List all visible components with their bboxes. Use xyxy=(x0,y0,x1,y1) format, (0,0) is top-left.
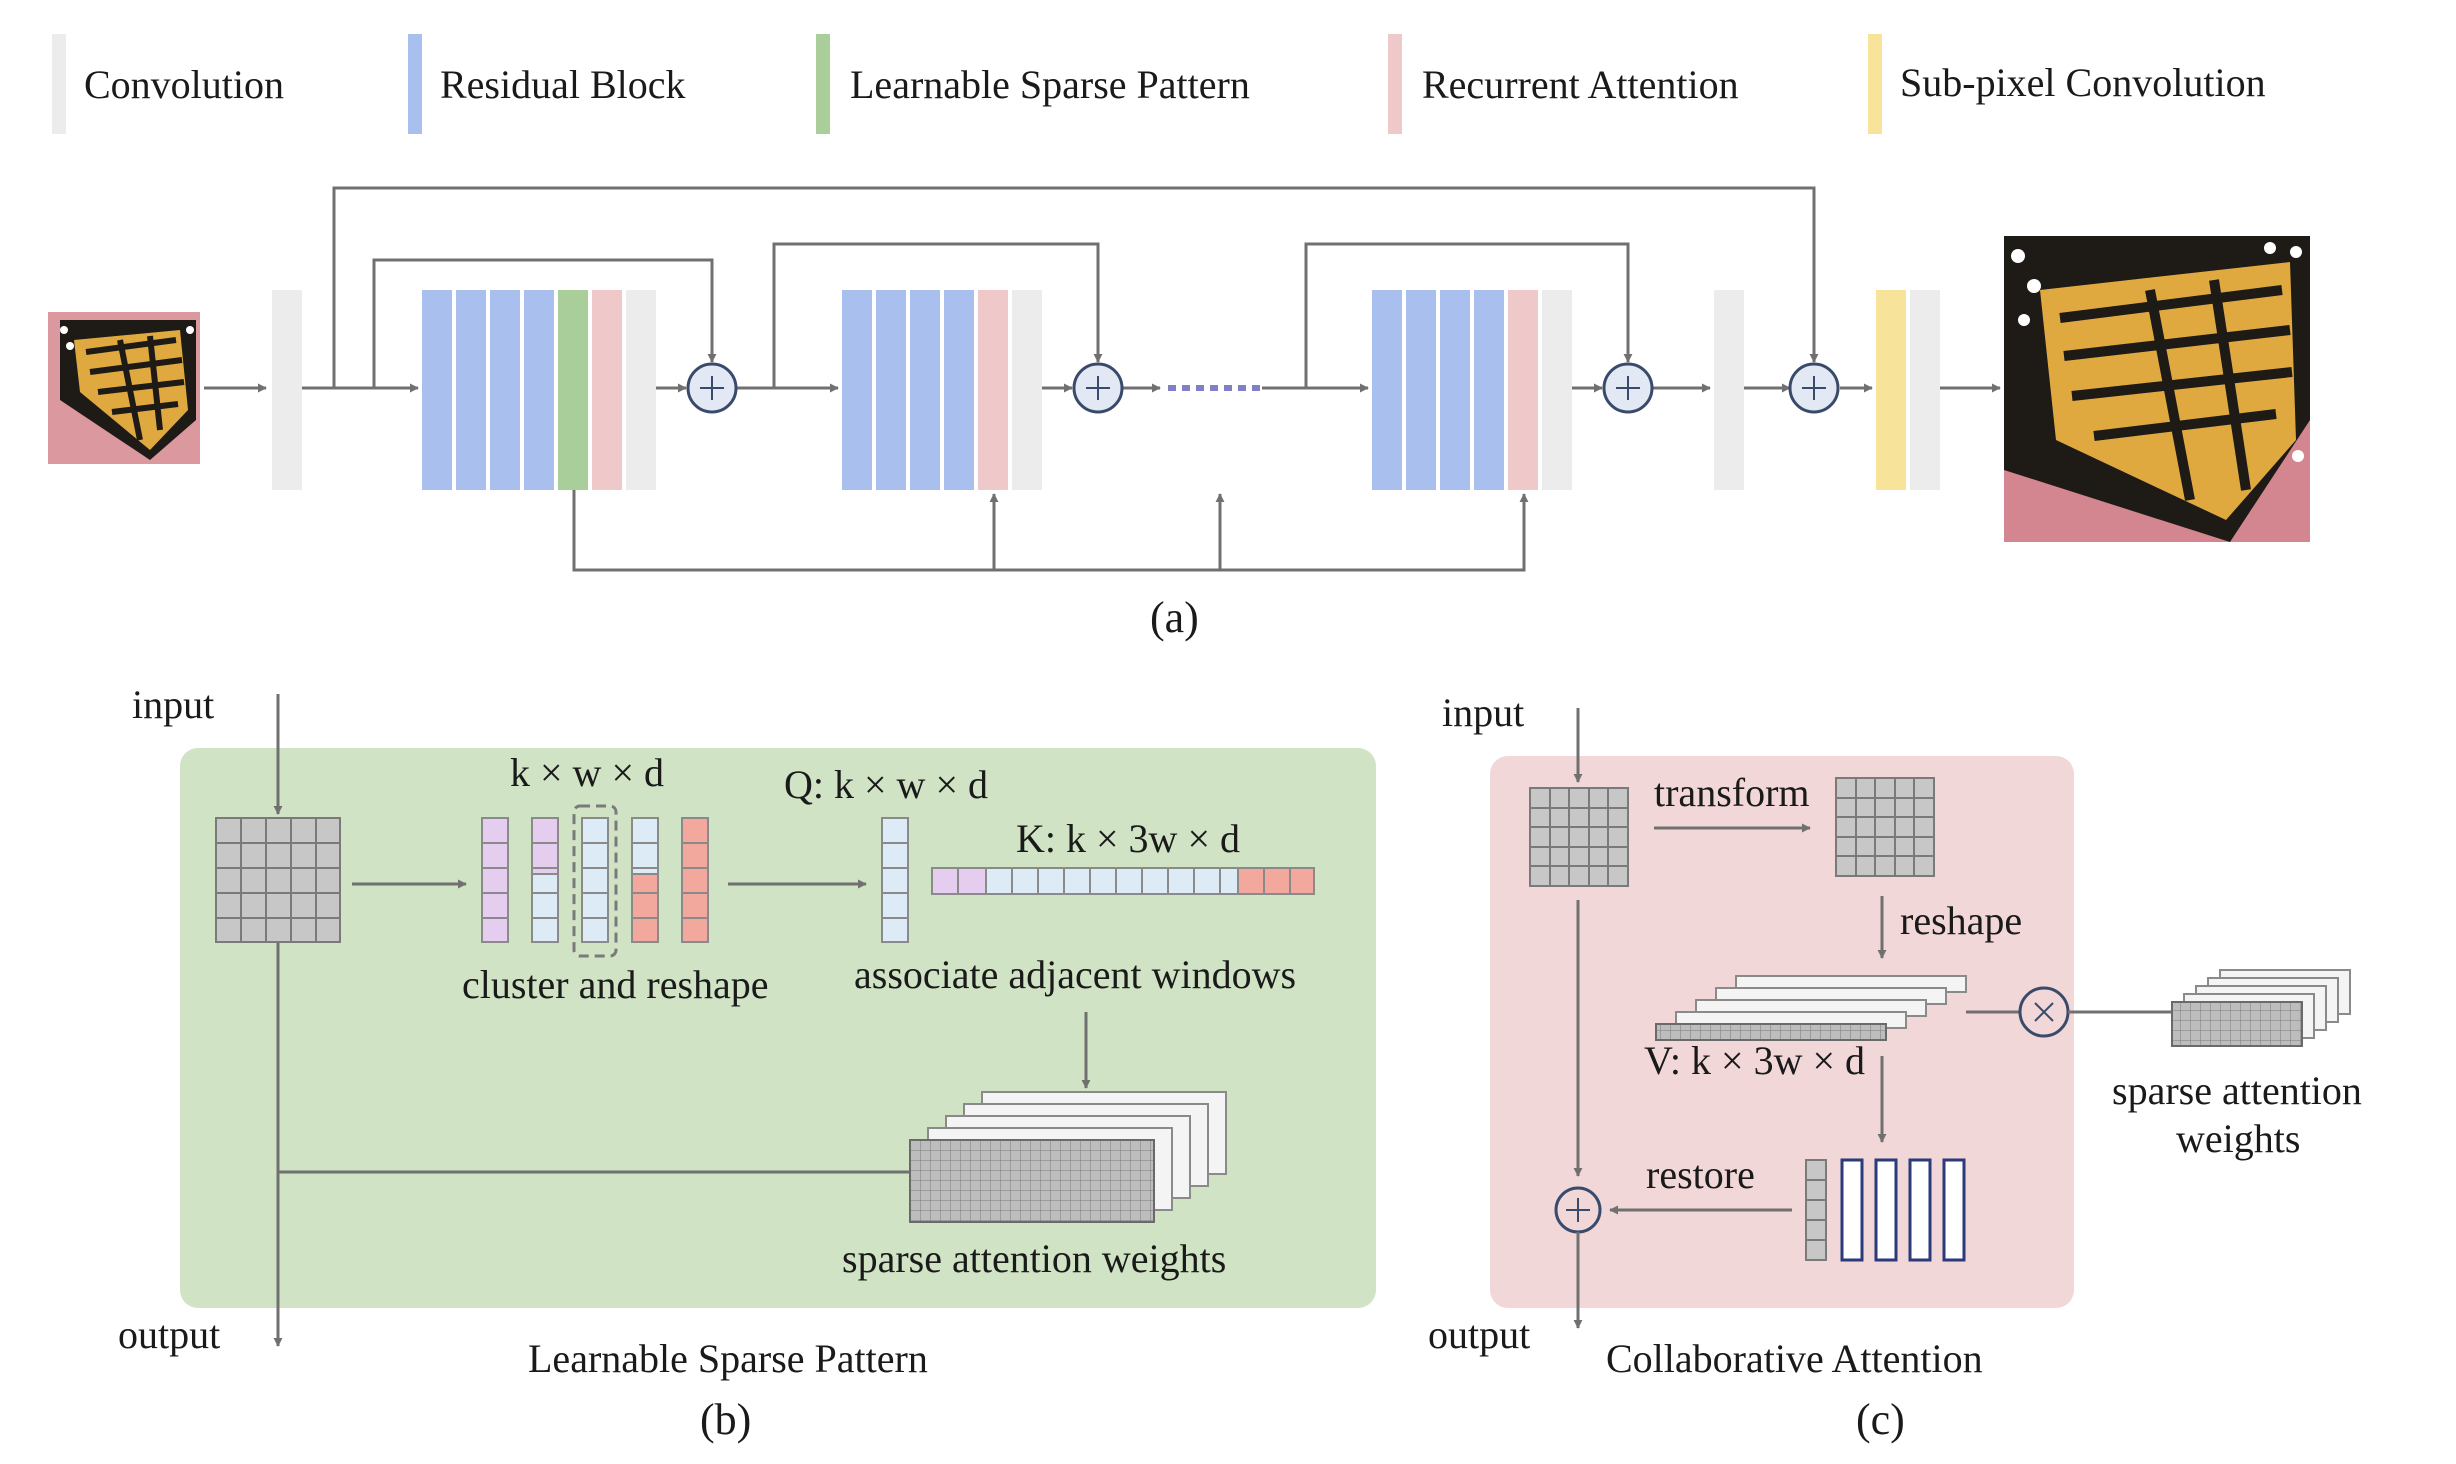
transform-label: transform xyxy=(1654,770,1810,815)
conv-block xyxy=(1542,290,1572,490)
panel-c: input output transform reshape V: k × 3w… xyxy=(1428,690,2362,1444)
conv-layer-3 xyxy=(1910,290,1940,490)
residual-block xyxy=(876,290,906,490)
transformed-grid xyxy=(1835,777,1935,877)
recurrent-attention-block xyxy=(978,290,1008,490)
residual-block xyxy=(1372,290,1402,490)
conv-block xyxy=(626,290,656,490)
query-column xyxy=(881,817,909,943)
key-row xyxy=(931,867,1315,895)
legend-swatch-recurrent-attention xyxy=(1388,34,1402,134)
selected-window-highlight xyxy=(572,804,618,958)
query-label: Q: k × w × d xyxy=(784,762,988,807)
learnable-sparse-pattern-block xyxy=(558,290,588,490)
legend-label-convolution: Convolution xyxy=(84,62,284,107)
residual-block xyxy=(422,290,452,490)
panel-b: input output k × w × d cluster and resha… xyxy=(118,682,1376,1444)
legend-swatch-convolution xyxy=(52,34,66,134)
associate-windows-label: associate adjacent windows xyxy=(854,952,1296,997)
legend: Convolution Residual Block Learnable Spa… xyxy=(52,34,2266,134)
value-stack xyxy=(1655,975,1967,1041)
residual-block xyxy=(1406,290,1436,490)
panel-b-title: Learnable Sparse Pattern xyxy=(528,1336,928,1381)
value-label: V: k × 3w × d xyxy=(1644,1038,1865,1083)
legend-label-residual-block: Residual Block xyxy=(440,62,686,107)
legend-label-sub-pixel-convolution: Sub-pixel Convolution xyxy=(1900,60,2266,105)
panel-c-output-label: output xyxy=(1428,1312,1530,1357)
panel-b-weights-label: sparse attention weights xyxy=(842,1236,1226,1281)
legend-label-recurrent-attention: Recurrent Attention xyxy=(1422,62,1739,107)
panel-b-input-label: input xyxy=(132,682,214,727)
external-attention-weights xyxy=(2171,969,2351,1047)
add-node-4 xyxy=(1788,362,1840,414)
legend-label-learnable-sparse-pattern: Learnable Sparse Pattern xyxy=(850,62,1250,107)
legend-item-sub-pixel-convolution: Sub-pixel Convolution xyxy=(1868,34,2266,134)
restore-label: restore xyxy=(1646,1152,1755,1197)
legend-swatch-sub-pixel-convolution xyxy=(1868,34,1882,134)
residual-block xyxy=(456,290,486,490)
input-image xyxy=(48,312,200,464)
output-image xyxy=(2004,236,2310,542)
skip-connections xyxy=(332,186,1819,572)
legend-item-recurrent-attention: Recurrent Attention xyxy=(1388,34,1739,134)
sub-pixel-conv-layer xyxy=(1876,290,1906,490)
residual-block xyxy=(490,290,520,490)
residual-block xyxy=(842,290,872,490)
reshape-label: reshape xyxy=(1900,898,2022,943)
residual-block xyxy=(944,290,974,490)
conv-block xyxy=(1012,290,1042,490)
restored-columns xyxy=(1805,1158,1966,1262)
add-node-1 xyxy=(686,362,738,414)
legend-item-residual-block: Residual Block xyxy=(408,34,686,134)
panel-b-output-label: output xyxy=(118,1312,220,1357)
conv-layer-2 xyxy=(1714,290,1744,490)
panel-a: (a) xyxy=(48,186,2310,642)
legend-swatch-residual-block xyxy=(408,34,422,134)
multiply-node xyxy=(2018,986,2070,1038)
residual-block xyxy=(524,290,554,490)
panel-a-caption: (a) xyxy=(1150,593,1199,642)
panel-c-add-node xyxy=(1554,1186,1602,1234)
residual-group-n xyxy=(1372,290,1572,490)
add-node-2 xyxy=(1072,362,1124,414)
recurrent-attention-block xyxy=(1508,290,1538,490)
residual-group-2 xyxy=(842,290,1042,490)
conv-layer-1 xyxy=(272,290,302,490)
add-node-3 xyxy=(1602,362,1654,414)
residual-block xyxy=(1440,290,1470,490)
residual-block xyxy=(910,290,940,490)
panel-c-input-grid xyxy=(1529,787,1629,887)
residual-group-1 xyxy=(422,290,656,490)
residual-block xyxy=(1474,290,1504,490)
sparse-attention-weights-stack xyxy=(909,1091,1227,1223)
input-feature-grid xyxy=(215,817,341,943)
panel-c-input-label: input xyxy=(1442,690,1524,735)
cluster-dims-label: k × w × d xyxy=(510,750,664,795)
panel-c-title: Collaborative Attention xyxy=(1606,1336,1983,1381)
legend-swatch-learnable-sparse-pattern xyxy=(816,34,830,134)
panel-b-caption: (b) xyxy=(700,1395,751,1444)
legend-item-learnable-sparse-pattern: Learnable Sparse Pattern xyxy=(816,34,1250,134)
external-weights-label-line2: weights xyxy=(2176,1116,2300,1161)
recurrent-attention-block xyxy=(592,290,622,490)
key-label: K: k × 3w × d xyxy=(1016,816,1240,861)
cluster-reshape-label: cluster and reshape xyxy=(462,962,769,1007)
clustered-columns xyxy=(481,817,709,943)
panel-c-caption: (c) xyxy=(1856,1395,1905,1444)
external-weights-label-line1: sparse attention xyxy=(2112,1068,2362,1113)
legend-item-convolution: Convolution xyxy=(52,34,284,134)
